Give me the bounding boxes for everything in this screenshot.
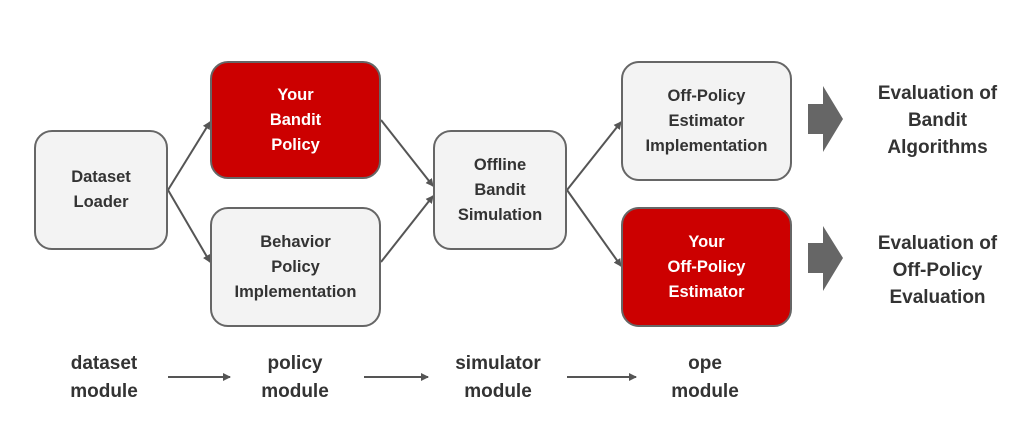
arrow-behavior-policy-to-simulation [380, 195, 434, 263]
your-ope-estimator-box: Your Off-Policy Estimator [621, 207, 792, 327]
block-arrow-bandit-eval [808, 86, 843, 152]
bandit-evaluation-label: Evaluation of Bandit Algorithms [877, 83, 998, 158]
behavior-policy-box: Behavior Policy Implementation [210, 207, 381, 327]
policy-module-label: policy module [261, 353, 329, 402]
ope-module-label: ope module [671, 353, 739, 402]
your-bandit-policy-box: Your Bandit Policy [210, 61, 381, 179]
arrow-your-policy-to-simulation [380, 119, 434, 187]
arrow-simulation-to-estimator-impl [566, 121, 622, 191]
arrow-simulation-to-your-estimator [566, 189, 622, 267]
ope-evaluation-label: Evaluation of Off-Policy Evaluation [877, 233, 998, 308]
arrow-loader-to-your-policy [167, 121, 211, 191]
dataset-loader-box: Dataset Loader [34, 130, 168, 250]
simulator-module-label: simulator module [455, 353, 541, 402]
block-arrow-ope-eval [808, 226, 843, 291]
dataset-module-label: dataset module [70, 353, 138, 402]
arrow-loader-to-behavior-policy [167, 189, 211, 263]
offline-bandit-simulation-box: Offline Bandit Simulation [433, 130, 567, 250]
ope-estimator-implementation-box: Off-Policy Estimator Implementation [621, 61, 792, 181]
